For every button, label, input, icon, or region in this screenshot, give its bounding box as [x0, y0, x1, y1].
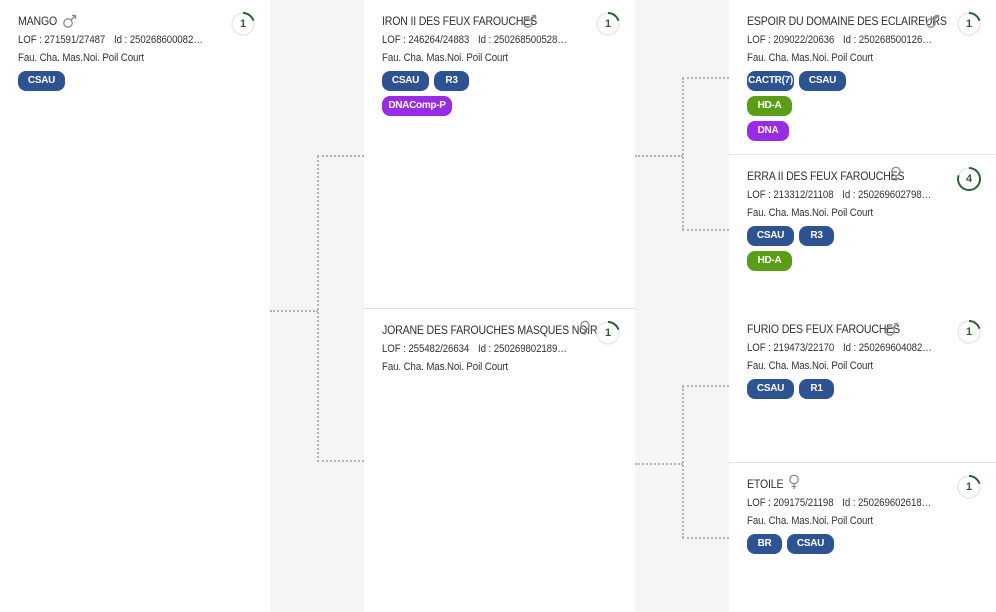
male-icon [62, 13, 78, 29]
badge-count: 4 [965, 173, 973, 185]
cat-ids: LOF : 209175/21198 Id : 250269602618… [747, 497, 940, 509]
title-tag[interactable]: CSAU [787, 534, 834, 554]
male-icon [884, 321, 900, 337]
badge-count: 1 [965, 481, 973, 493]
badge-count: 1 [965, 326, 973, 338]
badge-count: 1 [604, 18, 612, 30]
title-tag[interactable]: CSAU [382, 71, 429, 91]
cat-name[interactable]: FURIO DES FEUX FAROUCHES [747, 322, 901, 336]
female-icon [888, 166, 904, 182]
connector-sire-top [682, 77, 729, 79]
cat-ids: LOF : 213312/21108 Id : 250269602798… [747, 189, 940, 201]
title-tag[interactable]: DNA [747, 121, 789, 141]
chip-id: Id : 250269604082… [843, 342, 932, 354]
connector-root-bottom [317, 460, 364, 462]
title-tag[interactable]: DNAComp-P [382, 96, 452, 116]
connector-sire [635, 155, 683, 157]
cat-ids: LOF : 219473/22170 Id : 250269604082… [747, 342, 941, 354]
progress-badge: 1 [956, 474, 982, 500]
title-tag[interactable]: R3 [799, 226, 834, 246]
connector-root-top [317, 155, 364, 157]
cat-ids: LOF : 271591/27487 Id : 250268600082… [18, 34, 212, 46]
progress-badge: 1 [956, 319, 982, 345]
title-tag[interactable]: HD-A [747, 251, 792, 271]
chip-id: Id : 250268500528… [478, 34, 567, 46]
chip-id: Id : 250269602798… [842, 189, 932, 201]
cat-name[interactable]: ESPOIR DU DOMAINE DES ECLAIREURS [747, 14, 947, 28]
chip-id: Id : 250268600082… [114, 34, 203, 46]
connector-root-vertical [317, 156, 319, 462]
connector-dam-bottom [682, 537, 729, 539]
cat-name[interactable]: ERRA II DES FEUX FAROUCHES [747, 169, 905, 183]
cat-ids: LOF : 246264/24883 Id : 250268500528… [382, 34, 576, 46]
cat-name[interactable]: IRON II DES FEUX FAROUCHES [382, 14, 538, 28]
title-tags: CACTR(7)CSAU HD-A DNA [747, 71, 846, 146]
cat-description: Fau. Cha. Mas.Noi. Poil Court [382, 52, 509, 64]
cat-name[interactable]: MANGO [18, 14, 58, 28]
lof-number: LOF : 219473/22170 [747, 342, 835, 354]
badge-count: 1 [604, 327, 612, 339]
title-tag[interactable]: R3 [434, 71, 469, 91]
connector-dam-top [682, 385, 729, 387]
lof-number: LOF : 209175/21198 [747, 497, 834, 509]
connector-root [270, 310, 318, 312]
title-tag[interactable]: CSAU [18, 71, 65, 91]
cat-description: Fau. Cha. Mas.Noi. Poil Court [747, 207, 874, 219]
progress-badge: 1 [956, 11, 982, 37]
title-tag[interactable]: CSAU [799, 71, 846, 91]
cat-description: Fau. Cha. Mas.Noi. Poil Court [18, 52, 145, 64]
progress-badge: 1 [595, 11, 621, 37]
progress-badge: 1 [230, 11, 256, 37]
female-icon [577, 320, 593, 336]
title-tag[interactable]: R1 [799, 379, 834, 399]
cat-description: Fau. Cha. Mas.Noi. Poil Court [747, 52, 874, 64]
title-tags: CSAU [18, 71, 65, 96]
cat-name[interactable]: ETOILE [747, 477, 784, 491]
cat-description: Fau. Cha. Mas.Noi. Poil Court [382, 361, 509, 373]
lof-number: LOF : 213312/21108 [747, 189, 834, 201]
progress-badge: 4 [956, 166, 982, 192]
lof-number: LOF : 271591/27487 [18, 34, 106, 46]
title-tag[interactable]: HD-A [747, 96, 792, 116]
connector-dam [635, 463, 683, 465]
connector-sire-bottom [682, 229, 729, 231]
cat-description: Fau. Cha. Mas.Noi. Poil Court [747, 515, 874, 527]
cat-description: Fau. Cha. Mas.Noi. Poil Court [747, 360, 874, 372]
lof-number: LOF : 246264/24883 [382, 34, 470, 46]
male-icon [522, 13, 538, 29]
cat-ids: LOF : 209022/20636 Id : 250268500126… [747, 34, 941, 46]
title-tag[interactable]: CSAU [747, 226, 794, 246]
title-tag[interactable]: CSAU [747, 379, 794, 399]
chip-id: Id : 250269602618… [842, 497, 932, 509]
chip-id: Id : 250268500126… [843, 34, 932, 46]
cat-ids: LOF : 255482/26634 Id : 250269802189… [382, 343, 576, 355]
connector-dam-vertical [682, 386, 684, 538]
badge-count: 1 [965, 18, 973, 30]
badge-count: 1 [239, 18, 247, 30]
male-icon [925, 13, 941, 29]
cat-name[interactable]: JORANE DES FAROUCHES MASQUES NOIRS [382, 323, 605, 337]
connector-sire-vertical [682, 78, 684, 230]
chip-id: Id : 250269802189… [478, 343, 567, 355]
title-tag[interactable]: BR [747, 534, 782, 554]
lof-number: LOF : 255482/26634 [382, 343, 470, 355]
lof-number: LOF : 209022/20636 [747, 34, 835, 46]
title-tag[interactable]: CACTR(7) [747, 71, 794, 91]
progress-badge: 1 [595, 320, 621, 346]
female-icon [786, 474, 802, 490]
